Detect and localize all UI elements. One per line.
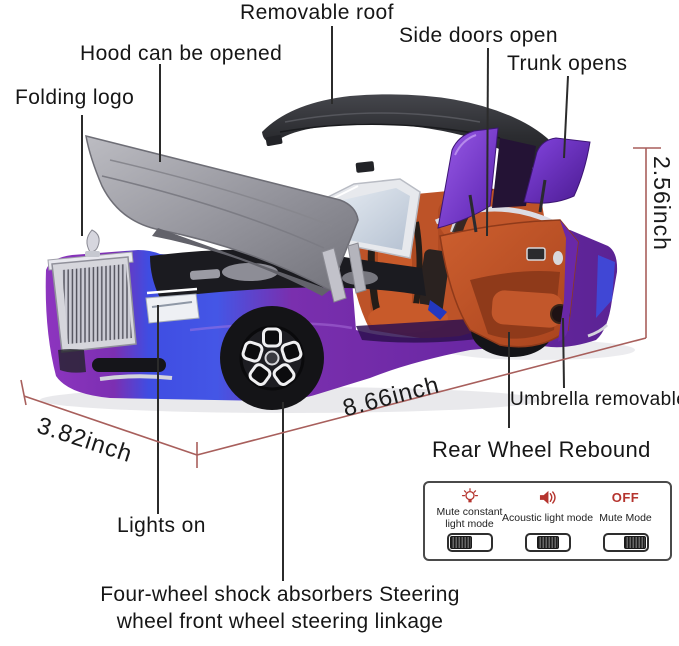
label-hood-open: Hood can be opened	[80, 42, 283, 65]
mode-panel: Mute constant light mode Acoustic light …	[423, 481, 672, 561]
leader-line-trunk	[563, 75, 569, 159]
label-trunk-opens: Trunk opens	[507, 52, 628, 75]
open-trunk	[437, 127, 591, 233]
label-removable-roof: Removable roof	[240, 1, 394, 24]
dimension-line-width	[23, 395, 198, 456]
mode-switch-2	[524, 533, 571, 552]
mode-acoustic-light: Acoustic light mode	[502, 488, 593, 552]
mode-label-line: Mute constant	[436, 506, 503, 518]
caption-line-1: Four-wheel shock absorbers Steering	[100, 583, 460, 606]
dimension-lines	[20, 147, 661, 468]
hood-hinge	[347, 242, 367, 294]
speaker-icon	[538, 488, 557, 506]
hood-hinge	[321, 247, 347, 303]
dimension-line-length	[196, 337, 647, 456]
rear-quarter	[587, 255, 615, 338]
dimension-height: 2.56inch	[649, 156, 675, 251]
wheel-rim	[241, 327, 303, 386]
label-folding-logo: Folding logo	[15, 86, 135, 109]
mode-label-line: light mode	[445, 518, 494, 530]
label-umbrella-removable: Umbrella removable	[510, 389, 679, 410]
switch-knob	[449, 536, 472, 549]
leader-line-side-doors	[486, 47, 489, 237]
label-rear-wheel-rebound: Rear Wheel Rebound	[432, 437, 651, 462]
bottom-caption: Four-wheel shock absorbers Steering whee…	[40, 581, 520, 635]
front-wheel	[220, 306, 324, 410]
lightbulb-icon	[461, 487, 479, 506]
hood-ornament	[85, 229, 100, 257]
mode-switch-1	[446, 533, 493, 552]
grille	[47, 251, 137, 353]
mode-label-line: Acoustic light mode	[501, 512, 594, 524]
off-text: OFF	[611, 489, 640, 505]
headlight	[145, 287, 200, 324]
mode-mute: OFF Mute Mode	[588, 488, 663, 552]
mode-mute-constant-light: Mute constant light mode	[432, 487, 507, 552]
mode-switch-3	[602, 533, 649, 552]
leader-line-umbrella	[562, 317, 565, 389]
label-side-doors-open: Side doors open	[399, 24, 558, 47]
front-bumper	[58, 349, 173, 381]
switch-knob	[536, 536, 559, 549]
mode-label-line: Mute Mode	[599, 512, 652, 524]
switch-knob	[623, 536, 646, 549]
caption-line-2: wheel front wheel steering linkage	[116, 610, 444, 633]
dimension-tick-left	[20, 379, 27, 406]
label-lights-on: Lights on	[117, 514, 206, 537]
open-hood	[85, 134, 367, 303]
